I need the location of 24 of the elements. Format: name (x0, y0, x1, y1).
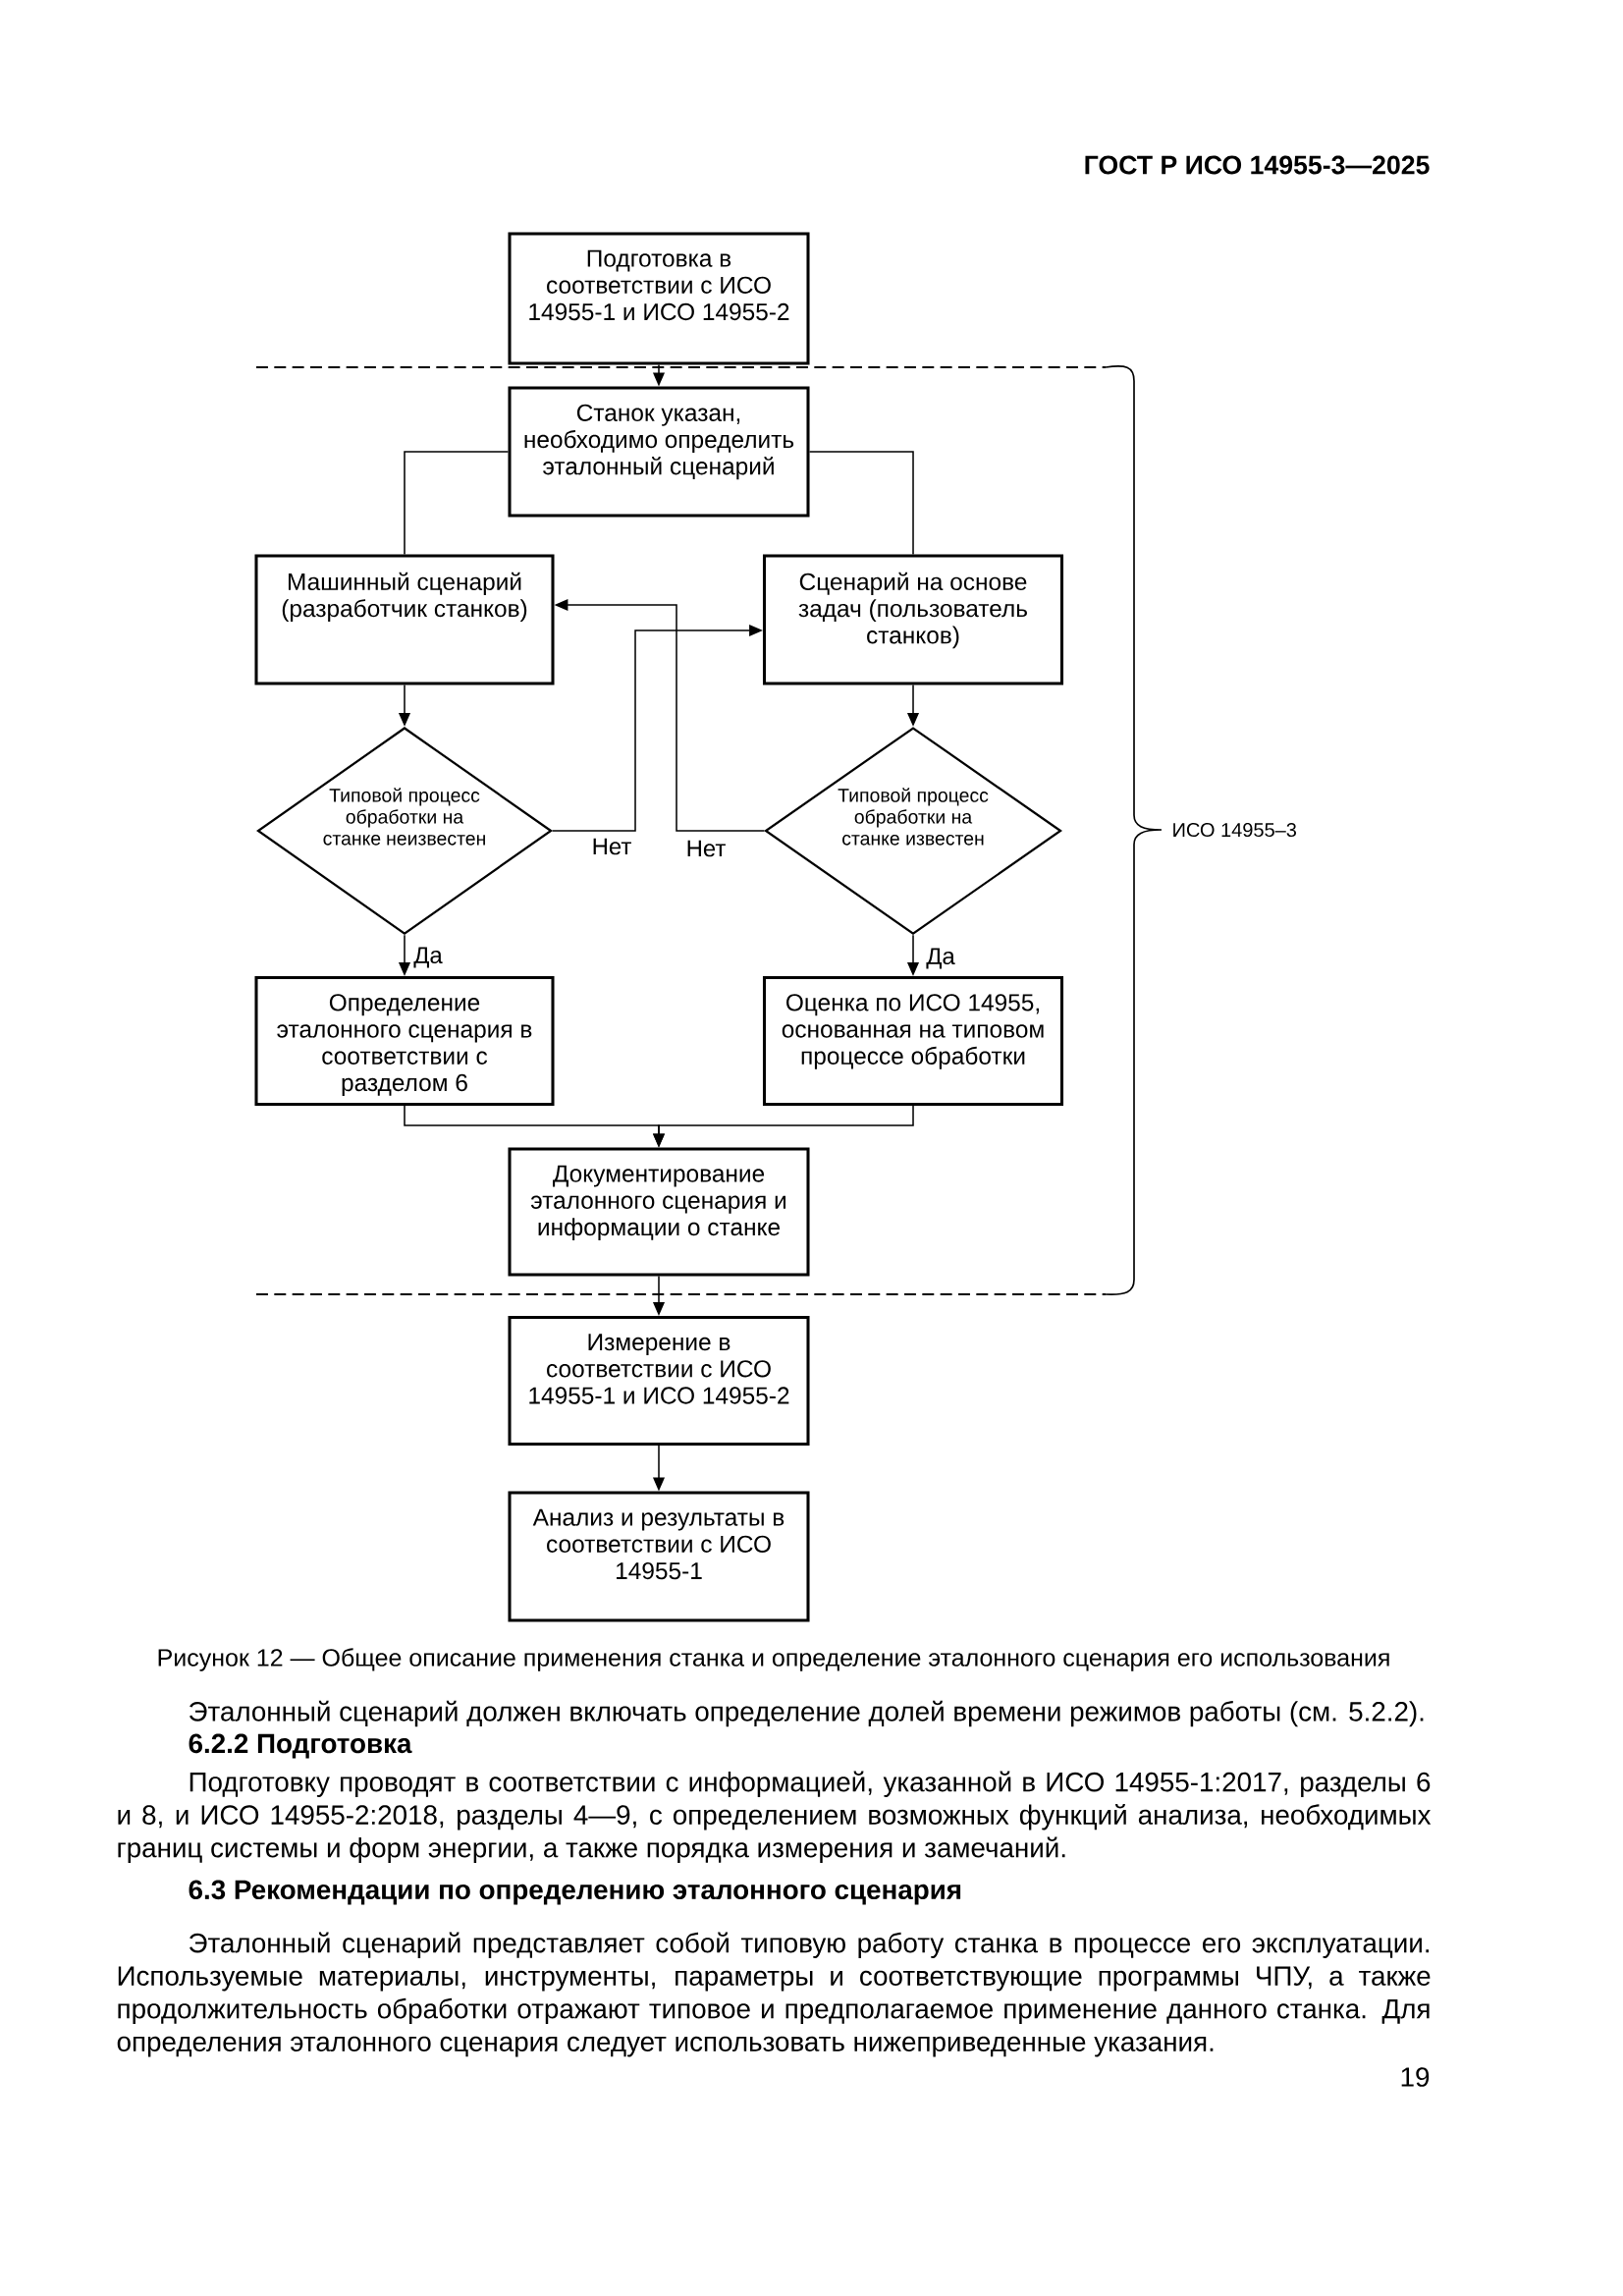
process-box: Анализ и результаты в соответствии с ИСО 14955-1 (508, 1491, 810, 1622)
edge-label: Нет (590, 837, 633, 856)
edge-label: Да (924, 947, 957, 970)
process-box: Сценарий на основе задач (пользователь станков) (762, 554, 1064, 685)
process-box: Измерение в соответствии с ИСО 14955-1 и ИСО 14955-2 (508, 1316, 810, 1447)
process-box: Станок указан, необходимо определить эталонный сценарий (508, 386, 810, 518)
process-box: Определение эталонного сценария в соответствии с разделом 6 (254, 976, 555, 1107)
edge-label: Нет (684, 839, 728, 858)
figure-caption: Рисунок 12 — Общее описание применения станка и определение эталонного сценария его использования (158, 1648, 1389, 1671)
section-heading: 6.3 Рекомендации по определению эталонного сценария (189, 1880, 961, 1905)
section-heading: 6.2.2 Подготовка (189, 1733, 412, 1759)
bracket-label: ИСО 14955–3 (1173, 822, 1296, 838)
process-box: Документирование эталонного сценария и информации о станке (508, 1147, 810, 1277)
page-number: 19 (1401, 2067, 1430, 2087)
body-paragraph: Эталонный сценарий представляет собой типовую работу станка в процессе его эксплуатации. Используемые материалы, инструменты, параметры и соответствующие программы ЧПУ, а также продолжительность обработки отражают типовое и предполагаемое применение данного станка. Для определения эталонного сценария следует использовать нижеприведенные указания. (117, 1932, 1431, 2057)
process-box: Машинный сценарий (разработчик станков) (254, 554, 555, 685)
process-box: Оценка по ИСО 14955, основанная на типовом процессе обработки (762, 976, 1064, 1107)
connector-line (404, 451, 510, 556)
body-paragraph: Эталонный сценарий должен включать определение долей времени режимов работы (см. 5.2.2). (189, 1700, 1424, 1727)
body-paragraph: Подготовку проводят в соответствии с информацией, указанной в ИСО 14955-1:2017, разделы 6 и 8, и ИСО 14955-2:2018, разделы 4—9, с определением возможных функций анализа, необходимых границ системы и форм энергии, а также порядка измерения и замечаний. (118, 1771, 1432, 1863)
connector-line (808, 451, 914, 556)
page-header: ГОСТ Р ИСО 14955-3—2025 (1085, 155, 1430, 175)
edge-label: Да (411, 946, 445, 969)
process-box: Подготовка в соответствии с ИСО 14955-1 и ИСО 14955-2 (508, 232, 810, 365)
